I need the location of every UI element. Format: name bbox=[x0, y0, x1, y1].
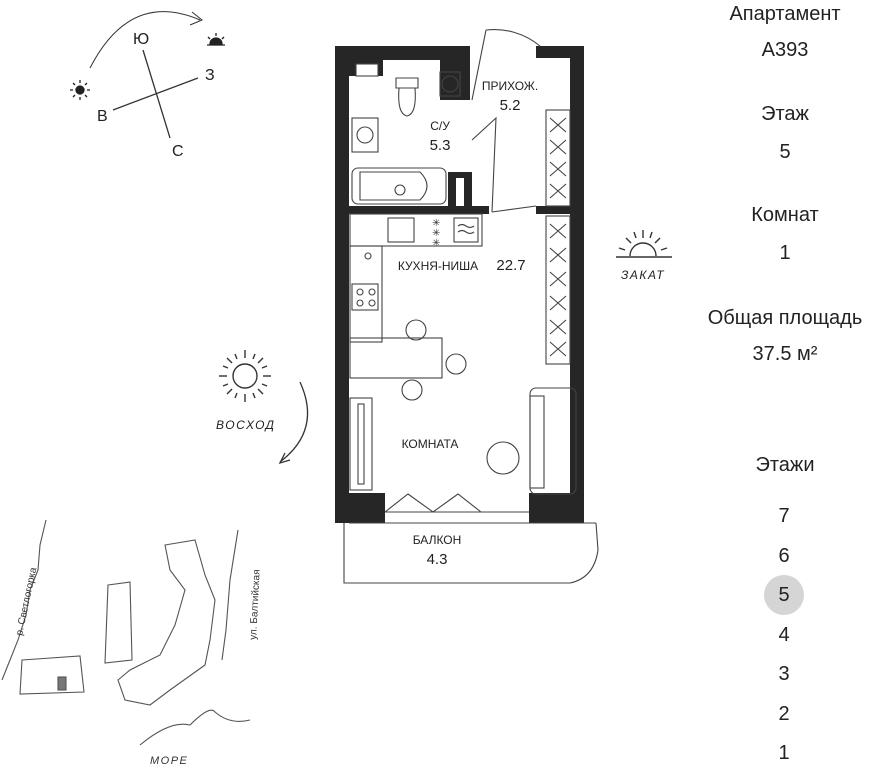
floor-button-1[interactable]: 1 bbox=[778, 742, 790, 764]
balcony-area: 4.3 bbox=[427, 551, 448, 568]
area-label: Общая площадь bbox=[707, 307, 863, 329]
room-name: КОМНАТА bbox=[402, 437, 459, 451]
sink-bath bbox=[351, 117, 379, 153]
rooms-label: Комнат bbox=[751, 204, 819, 226]
compass-south: Ю bbox=[133, 31, 149, 48]
kitchen-area: 22.7 bbox=[496, 257, 525, 274]
tv-stand bbox=[349, 397, 373, 491]
bathroom-name: С/У bbox=[430, 119, 450, 133]
walls bbox=[335, 46, 584, 523]
sunrise-arrow-icon bbox=[278, 381, 309, 465]
sun-small-east-icon bbox=[70, 80, 90, 100]
floor-button-3[interactable]: 3 bbox=[778, 663, 790, 685]
compass-east: В bbox=[97, 108, 108, 125]
sunrise-icon bbox=[219, 350, 271, 402]
sunset-icon bbox=[616, 230, 672, 258]
location-map bbox=[1, 519, 251, 746]
kitchen-name: КУХНЯ-НИША bbox=[398, 259, 478, 273]
bathroom-area: 5.3 bbox=[430, 137, 451, 154]
hallway-area: 5.2 bbox=[500, 97, 521, 114]
floor-button-4[interactable]: 4 bbox=[778, 624, 790, 646]
floor-button-7[interactable]: 7 bbox=[778, 505, 790, 527]
map-street-label: ул. Балтийская bbox=[248, 569, 263, 640]
svg-text:✳: ✳ bbox=[432, 228, 440, 239]
floor-button-2[interactable]: 2 bbox=[778, 703, 790, 725]
hallway-name: ПРИХОЖ. bbox=[482, 79, 538, 93]
compass-north: С bbox=[172, 143, 184, 160]
toilet bbox=[395, 77, 419, 117]
floor-button-6[interactable]: 6 bbox=[778, 545, 790, 567]
balcony-name: БАЛКОН bbox=[413, 533, 462, 547]
sun-small-west-icon bbox=[207, 33, 225, 46]
map-sea-label: МОРЕ bbox=[150, 755, 188, 767]
sofa bbox=[529, 387, 577, 495]
floor-value: 5 bbox=[779, 141, 791, 163]
kitchen-counter bbox=[349, 213, 483, 247]
floor-button-5[interactable]: 5 bbox=[764, 575, 804, 615]
sunrise-label: ВОСХОД bbox=[216, 418, 275, 432]
balcony-outline bbox=[343, 522, 599, 584]
floors-label: Этажи bbox=[755, 454, 815, 476]
map-river-label: р. Светлогорка bbox=[14, 566, 39, 637]
svg-text:✳: ✳ bbox=[432, 218, 440, 229]
coffee-table bbox=[486, 441, 520, 475]
sunset-label: ЗАКАТ bbox=[621, 268, 665, 282]
apartment-number: А393 bbox=[761, 39, 809, 61]
area-value: 37.5 м² bbox=[752, 343, 818, 365]
compass bbox=[89, 11, 203, 139]
svg-text:✳: ✳ bbox=[432, 238, 440, 249]
orientation-panel: Ю З В С ВОСХОД bbox=[1, 11, 309, 767]
compass-west: З bbox=[205, 67, 215, 84]
apartment-label: Апартамент bbox=[729, 3, 841, 25]
bathtub bbox=[351, 167, 447, 205]
dining-table bbox=[349, 337, 443, 379]
rooms-value: 1 bbox=[779, 242, 791, 264]
floor-label: Этаж bbox=[761, 103, 809, 125]
